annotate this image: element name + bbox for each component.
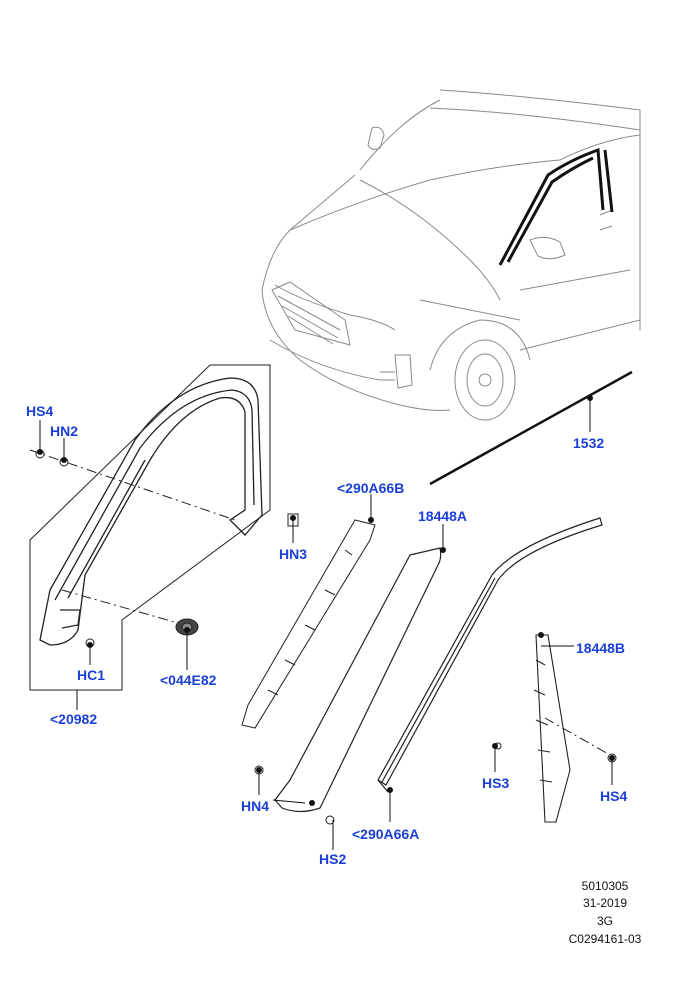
callout-290a66a[interactable]: <290A66A: [352, 826, 420, 842]
callout-hs4-left[interactable]: HS4: [26, 403, 54, 419]
callout-hs4-right[interactable]: HS4: [600, 788, 628, 804]
reference-code-1: 5010305: [581, 879, 629, 893]
callout-044e82[interactable]: <044E82: [160, 672, 217, 688]
reference-code-3: 3G: [596, 914, 613, 928]
callout-hn2[interactable]: HN2: [50, 423, 79, 439]
callout-hn3[interactable]: HN3: [279, 546, 308, 562]
part-18448b: [533, 634, 571, 823]
leader-lines: [29, 449, 611, 756]
callout-1532[interactable]: 1532: [573, 435, 605, 451]
callout-18448a[interactable]: 18448A: [418, 508, 468, 524]
callout-20982[interactable]: <20982: [50, 711, 98, 727]
callout-hs2[interactable]: HS2: [319, 851, 347, 867]
callout-hn4[interactable]: HN4: [241, 798, 270, 814]
callout-18448b[interactable]: 18448B: [576, 640, 626, 656]
vehicle-pillar-highlight: [498, 147, 614, 266]
reference-code-4: C0294161-03: [568, 932, 642, 946]
bracket-290a66b: [241, 519, 376, 729]
trim-290a66a: [377, 517, 603, 793]
callout-hs3[interactable]: HS3: [482, 775, 510, 791]
group-bracket: [29, 364, 271, 691]
callout-290a66b[interactable]: <290A66B: [337, 480, 405, 496]
reference-code-2: 31-2019: [582, 896, 628, 910]
pillar-cover-18448a: [274, 547, 442, 813]
callout-hc1[interactable]: HC1: [77, 667, 106, 683]
molding-strip: [429, 370, 633, 486]
fasteners: [35, 449, 617, 825]
window-frame-part: [39, 377, 263, 646]
callout-leaders: [37, 395, 615, 850]
vehicle-illustration: [261, 89, 641, 421]
